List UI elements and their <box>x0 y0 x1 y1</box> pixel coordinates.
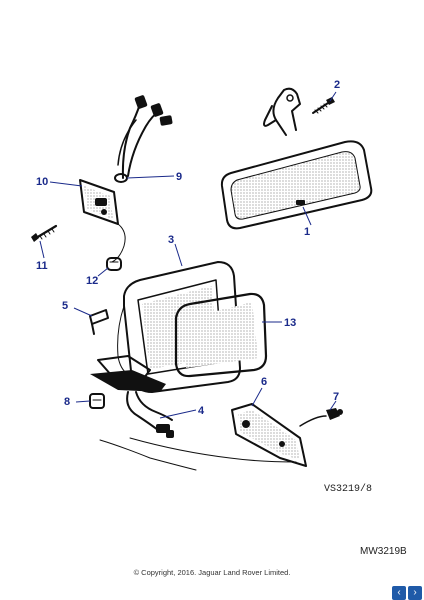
next-page-button[interactable]: › <box>408 586 422 600</box>
mirror-glass-part-13 <box>174 292 268 378</box>
drawing-code: VS3219/8 <box>324 484 373 495</box>
callout-3: 3 <box>168 234 174 246</box>
callout-4: 4 <box>198 405 205 417</box>
copyright-notice: © Copyright, 2016. Jaguar Land Rover Lim… <box>133 568 291 577</box>
callout-2: 2 <box>334 79 340 91</box>
prev-page-button[interactable]: ‹ <box>392 586 406 600</box>
callout-8: 8 <box>64 396 70 408</box>
cable-curve <box>129 437 297 463</box>
callout-10: 10 <box>36 176 48 188</box>
callout-leaders <box>39 91 337 419</box>
bracket-part-6 <box>231 403 307 467</box>
wiring-harness-part-9 <box>114 95 173 183</box>
callout-5: 5 <box>62 300 68 312</box>
bush-part-8 <box>89 393 105 409</box>
callout-6: 6 <box>261 376 267 388</box>
cable-curve-2 <box>99 439 197 471</box>
mirror-base-part-4 <box>90 355 174 438</box>
callout-9: 9 <box>176 171 182 183</box>
lamp-part-7 <box>299 408 343 427</box>
bolt-part-5 <box>89 309 109 335</box>
screw-part-2 <box>312 97 335 114</box>
grommet-part-12 <box>106 257 122 271</box>
callout-13: 13 <box>284 317 296 329</box>
callout-1: 1 <box>304 226 310 238</box>
callout-12: 12 <box>86 275 98 287</box>
callout-11: 11 <box>36 260 48 272</box>
switch-panel-part-10 <box>79 179 126 263</box>
interior-mirror <box>220 87 373 230</box>
screw-part-11 <box>31 224 58 242</box>
figure-reference: MW3219B <box>360 546 407 557</box>
callout-7: 7 <box>333 391 339 403</box>
